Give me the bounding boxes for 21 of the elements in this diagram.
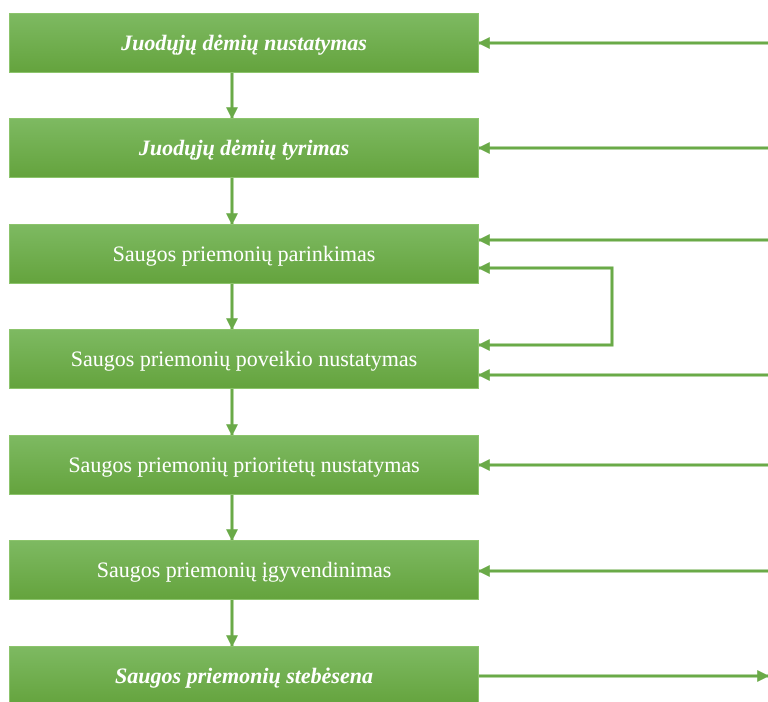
arrow — [226, 389, 238, 436]
arrow — [226, 495, 238, 542]
arrow — [478, 37, 768, 49]
arrow — [479, 670, 768, 682]
arrow — [226, 284, 238, 330]
process-box: Saugos priemonių poveikio nustatymas — [9, 329, 479, 389]
arrow — [226, 178, 238, 226]
arrow — [478, 369, 768, 381]
process-box: Saugos priemonių stebėsena — [9, 646, 479, 702]
arrow — [478, 234, 768, 246]
process-box: Juodųjų dėmių nustatymas — [9, 13, 479, 73]
process-box: Saugos priemonių prioritetų nustatymas — [9, 435, 479, 495]
arrow — [478, 262, 614, 351]
process-box: Saugos priemonių įgyvendinimas — [9, 540, 479, 600]
process-box: Saugos priemonių parinkimas — [9, 224, 479, 284]
arrow — [226, 600, 238, 648]
arrow — [478, 459, 768, 471]
arrow — [226, 73, 238, 120]
arrow — [478, 565, 768, 577]
process-box: Juodųjų dėmių tyrimas — [9, 118, 479, 178]
arrow — [478, 142, 768, 154]
